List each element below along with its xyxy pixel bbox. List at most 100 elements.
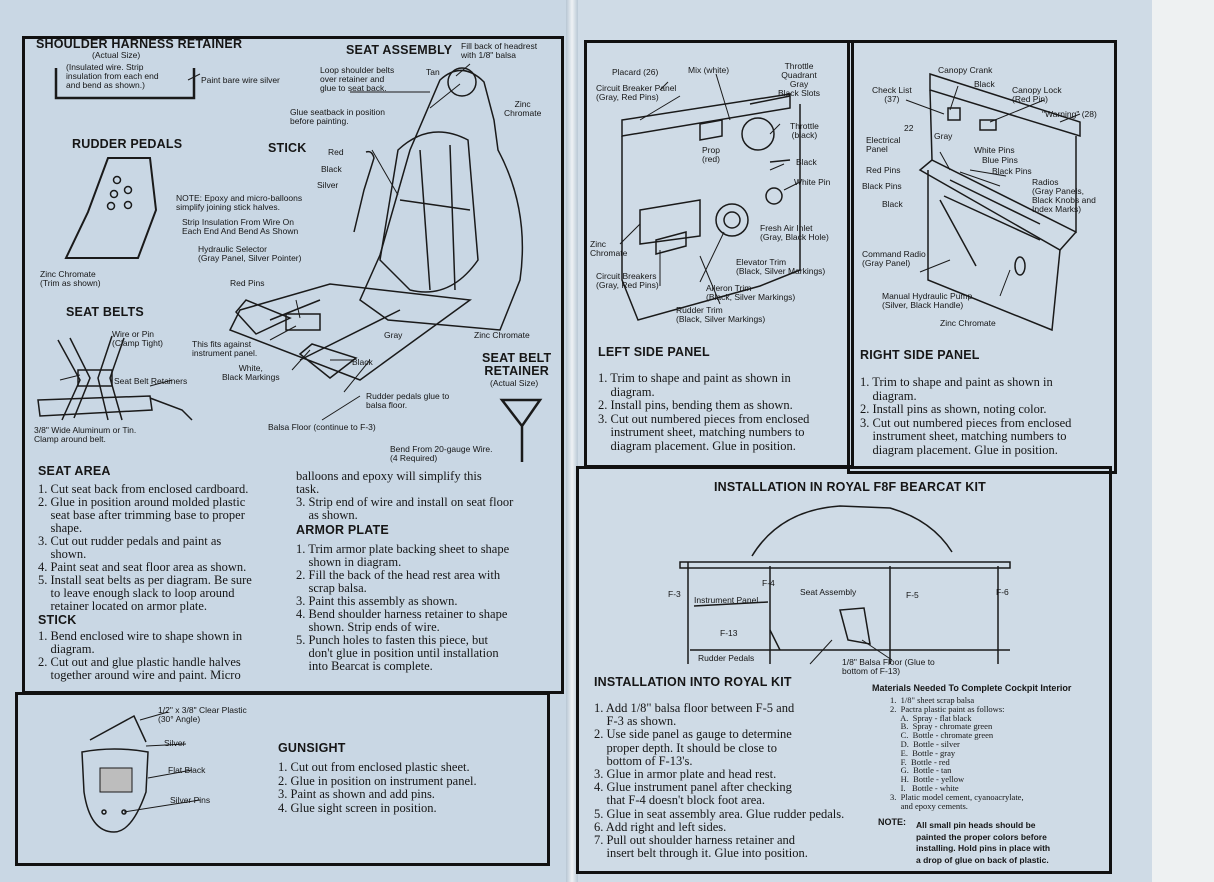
black-label: Black — [352, 357, 373, 367]
instruction-line: 4. Paint seat and seat floor area as sho… — [38, 560, 247, 574]
number-22-label: 22 — [904, 123, 914, 133]
installation-drawing — [679, 505, 1011, 664]
instruction-line: 2. Use side panel as gauge to determine — [594, 727, 792, 742]
panel-zinc-label: Zinc Chromate — [590, 239, 628, 258]
instruction-line: diagram placement. Glue in position. — [860, 442, 1058, 457]
stick-diagram-title: STICK — [268, 141, 307, 155]
instruction-line: 3. Cut out numbered pieces from enclosed — [598, 411, 810, 426]
instruction-line: 6. Add right and left sides. — [594, 819, 727, 834]
stick-silver-label: Silver — [317, 180, 339, 190]
instruction-line: 1. Cut seat back from enclosed cardboard… — [38, 482, 249, 496]
fill-headrest-label: Fill back of headrest with 1/8" balsa — [461, 41, 538, 60]
instruction-line: together around wire and paint. Micro — [38, 668, 241, 682]
gunsight-silver-label: Silver — [164, 738, 186, 748]
instruction-line: B. Spray - chromate green — [890, 721, 993, 732]
stick-steps: 1. Bend enclosed wire to shape shown in … — [38, 630, 242, 682]
install-steps: 1. Add 1/8" balsa floor between F-5 and … — [594, 701, 844, 861]
instruction-line: and epoxy cements. — [890, 800, 968, 811]
stick-black-label: Black — [321, 164, 342, 174]
flat-black-label: Flat Black — [168, 765, 206, 775]
belt-retainers-label: Seat Belt Retainers — [114, 376, 188, 386]
instruction-line: scrap balsa. — [296, 581, 367, 595]
instruction-line: 1. 1/8" sheet scrap balsa — [890, 695, 975, 705]
hydraulic-selector-label: Hydraulic Selector (Gray Panel, Silver P… — [198, 244, 302, 263]
instruction-line: 2. Cut out and glue plastic handle halve… — [38, 655, 241, 669]
seat-assembly-drawing — [228, 67, 524, 381]
paint-wire-label: Paint bare wire silver — [201, 75, 280, 85]
rudder-pedals-title: RUDDER PEDALS — [72, 137, 183, 151]
tan-label: Tan — [426, 67, 440, 77]
instruction-line: 2. Glue in position around molded plasti… — [38, 495, 246, 509]
instruction-line: 1. Add 1/8" balsa floor between F-5 and — [594, 701, 795, 715]
rudder-pedals-label: Zinc Chromate (Trim as shown) — [40, 269, 101, 288]
gunsight-drawing — [81, 714, 149, 833]
rp-red-pins-label: Red Pins — [866, 165, 901, 175]
left-side-panel-title: LEFT SIDE PANEL — [598, 345, 710, 359]
white-pins-label: White Pins — [974, 145, 1015, 155]
glue-seatback-label: Glue seatback in position before paintin… — [290, 107, 385, 126]
rp-black-label: Black — [882, 199, 903, 209]
note-text: All small pin heads should be painted th… — [916, 820, 1051, 865]
instruction-line: 4. Glue instrument panel after checking — [594, 780, 792, 795]
instruction-line: diagram placement. Glue in position. — [598, 438, 796, 453]
instruction-line: shown. Strip ends of wire. — [296, 620, 440, 634]
install-into-kit-title: INSTALLATION INTO ROYAL KIT — [594, 675, 792, 689]
rudder-pedal-drawing — [64, 157, 158, 259]
instruction-line: 2. Glue in position on instrument panel. — [278, 773, 477, 788]
circuit-breaker-panel-label: Circuit Breaker Panel (Gray, Red Pins) — [596, 83, 677, 102]
loop-belts-label: Loop shoulder belts over retainer and gl… — [320, 65, 395, 93]
instruction-line: to leave enough slack to loop around — [38, 586, 235, 600]
f13-label: F-13 — [720, 628, 738, 638]
rudder-pedals-install-label: Rudder Pedals — [698, 653, 755, 663]
left-panel-drawing — [621, 93, 801, 321]
seat-area-title: SEAT AREA — [38, 464, 111, 478]
instruction-line: insert belt through it. Glue into positi… — [594, 846, 808, 861]
instruction-line: 3. Strip end of wire and install on seat… — [296, 495, 514, 509]
instruction-line: C. Bottle - chromate green — [890, 730, 994, 741]
shoulder-harness-note: (Insulated wire. Strip insulation from e… — [66, 62, 159, 90]
stick-red-label: Red — [328, 147, 344, 157]
instruction-line: D. Bottle - silver — [890, 738, 960, 749]
wire-pin-label: Wire or Pin (Clamp Tight) — [112, 329, 164, 348]
placard-label: Placard (26) — [612, 67, 659, 77]
instruction-line: shown. — [38, 547, 87, 561]
seat-assembly-title: SEAT ASSEMBLY — [346, 43, 453, 57]
gunsight-frame — [15, 692, 550, 866]
instruction-line: bottom of F-13's. — [594, 753, 693, 768]
seat-assembly-label: Seat Assembly — [800, 587, 857, 597]
installation-frame — [576, 466, 1112, 874]
instruction-line: into Bearcat is complete. — [296, 659, 433, 673]
gunsight-steps: 1. Cut out from enclosed plastic sheet.2… — [278, 760, 477, 815]
belt-retainer-subtitle: (Actual Size) — [490, 378, 539, 388]
belt-retainer-title: SEAT BELT RETAINER — [482, 351, 552, 379]
throttle-label: Throttle (black) — [790, 121, 819, 140]
rp-black-pins-label: Black Pins — [992, 166, 1032, 176]
right-side-panel-title: RIGHT SIDE PANEL — [860, 348, 980, 362]
blue-pins-label: Blue Pins — [982, 155, 1018, 165]
instruction-line: task. — [296, 482, 320, 496]
aluminum-label: 3/8" Wide Aluminum or Tin. Clamp around … — [34, 425, 137, 444]
warning-label: "Warning" (28) — [1042, 109, 1097, 119]
instruction-line: 3. Paint as shown and add pins. — [278, 787, 435, 801]
instruction-line: 2. Install pins, bending them as shown. — [598, 398, 793, 412]
instruction-line: balloons and epoxy will simplify this — [296, 469, 482, 483]
crank-black-label: Black — [974, 79, 995, 89]
instruction-line: diagram. — [860, 388, 917, 403]
armor-plate-steps: 1. Trim armor plate backing sheet to sha… — [296, 543, 509, 673]
panel-black-label: Black — [796, 157, 817, 167]
instruction-line: 3. Cut out numbered pieces from enclosed — [860, 415, 1072, 430]
instruction-line: 3. Paint this assembly as shown. — [296, 594, 458, 608]
belt-retainer-drawing — [499, 398, 543, 462]
instruction-line: E. Bottle - gray — [890, 747, 956, 758]
instruction-line: 1. Trim armor plate backing sheet to sha… — [296, 542, 510, 556]
left-sheet — [0, 0, 572, 882]
instruction-line: diagram. — [598, 384, 655, 399]
right-side-panel-frame — [847, 40, 1117, 474]
instruction-line: don't glue in position until installatio… — [296, 646, 499, 660]
aileron-trim-label: Aileron Trim (Black, Silver Markings) — [706, 283, 796, 302]
page-margin — [1152, 0, 1214, 882]
armor-plate-title: ARMOR PLATE — [296, 523, 389, 537]
instruction-line: 5. Punch holes to fasten this piece, but — [296, 633, 488, 647]
